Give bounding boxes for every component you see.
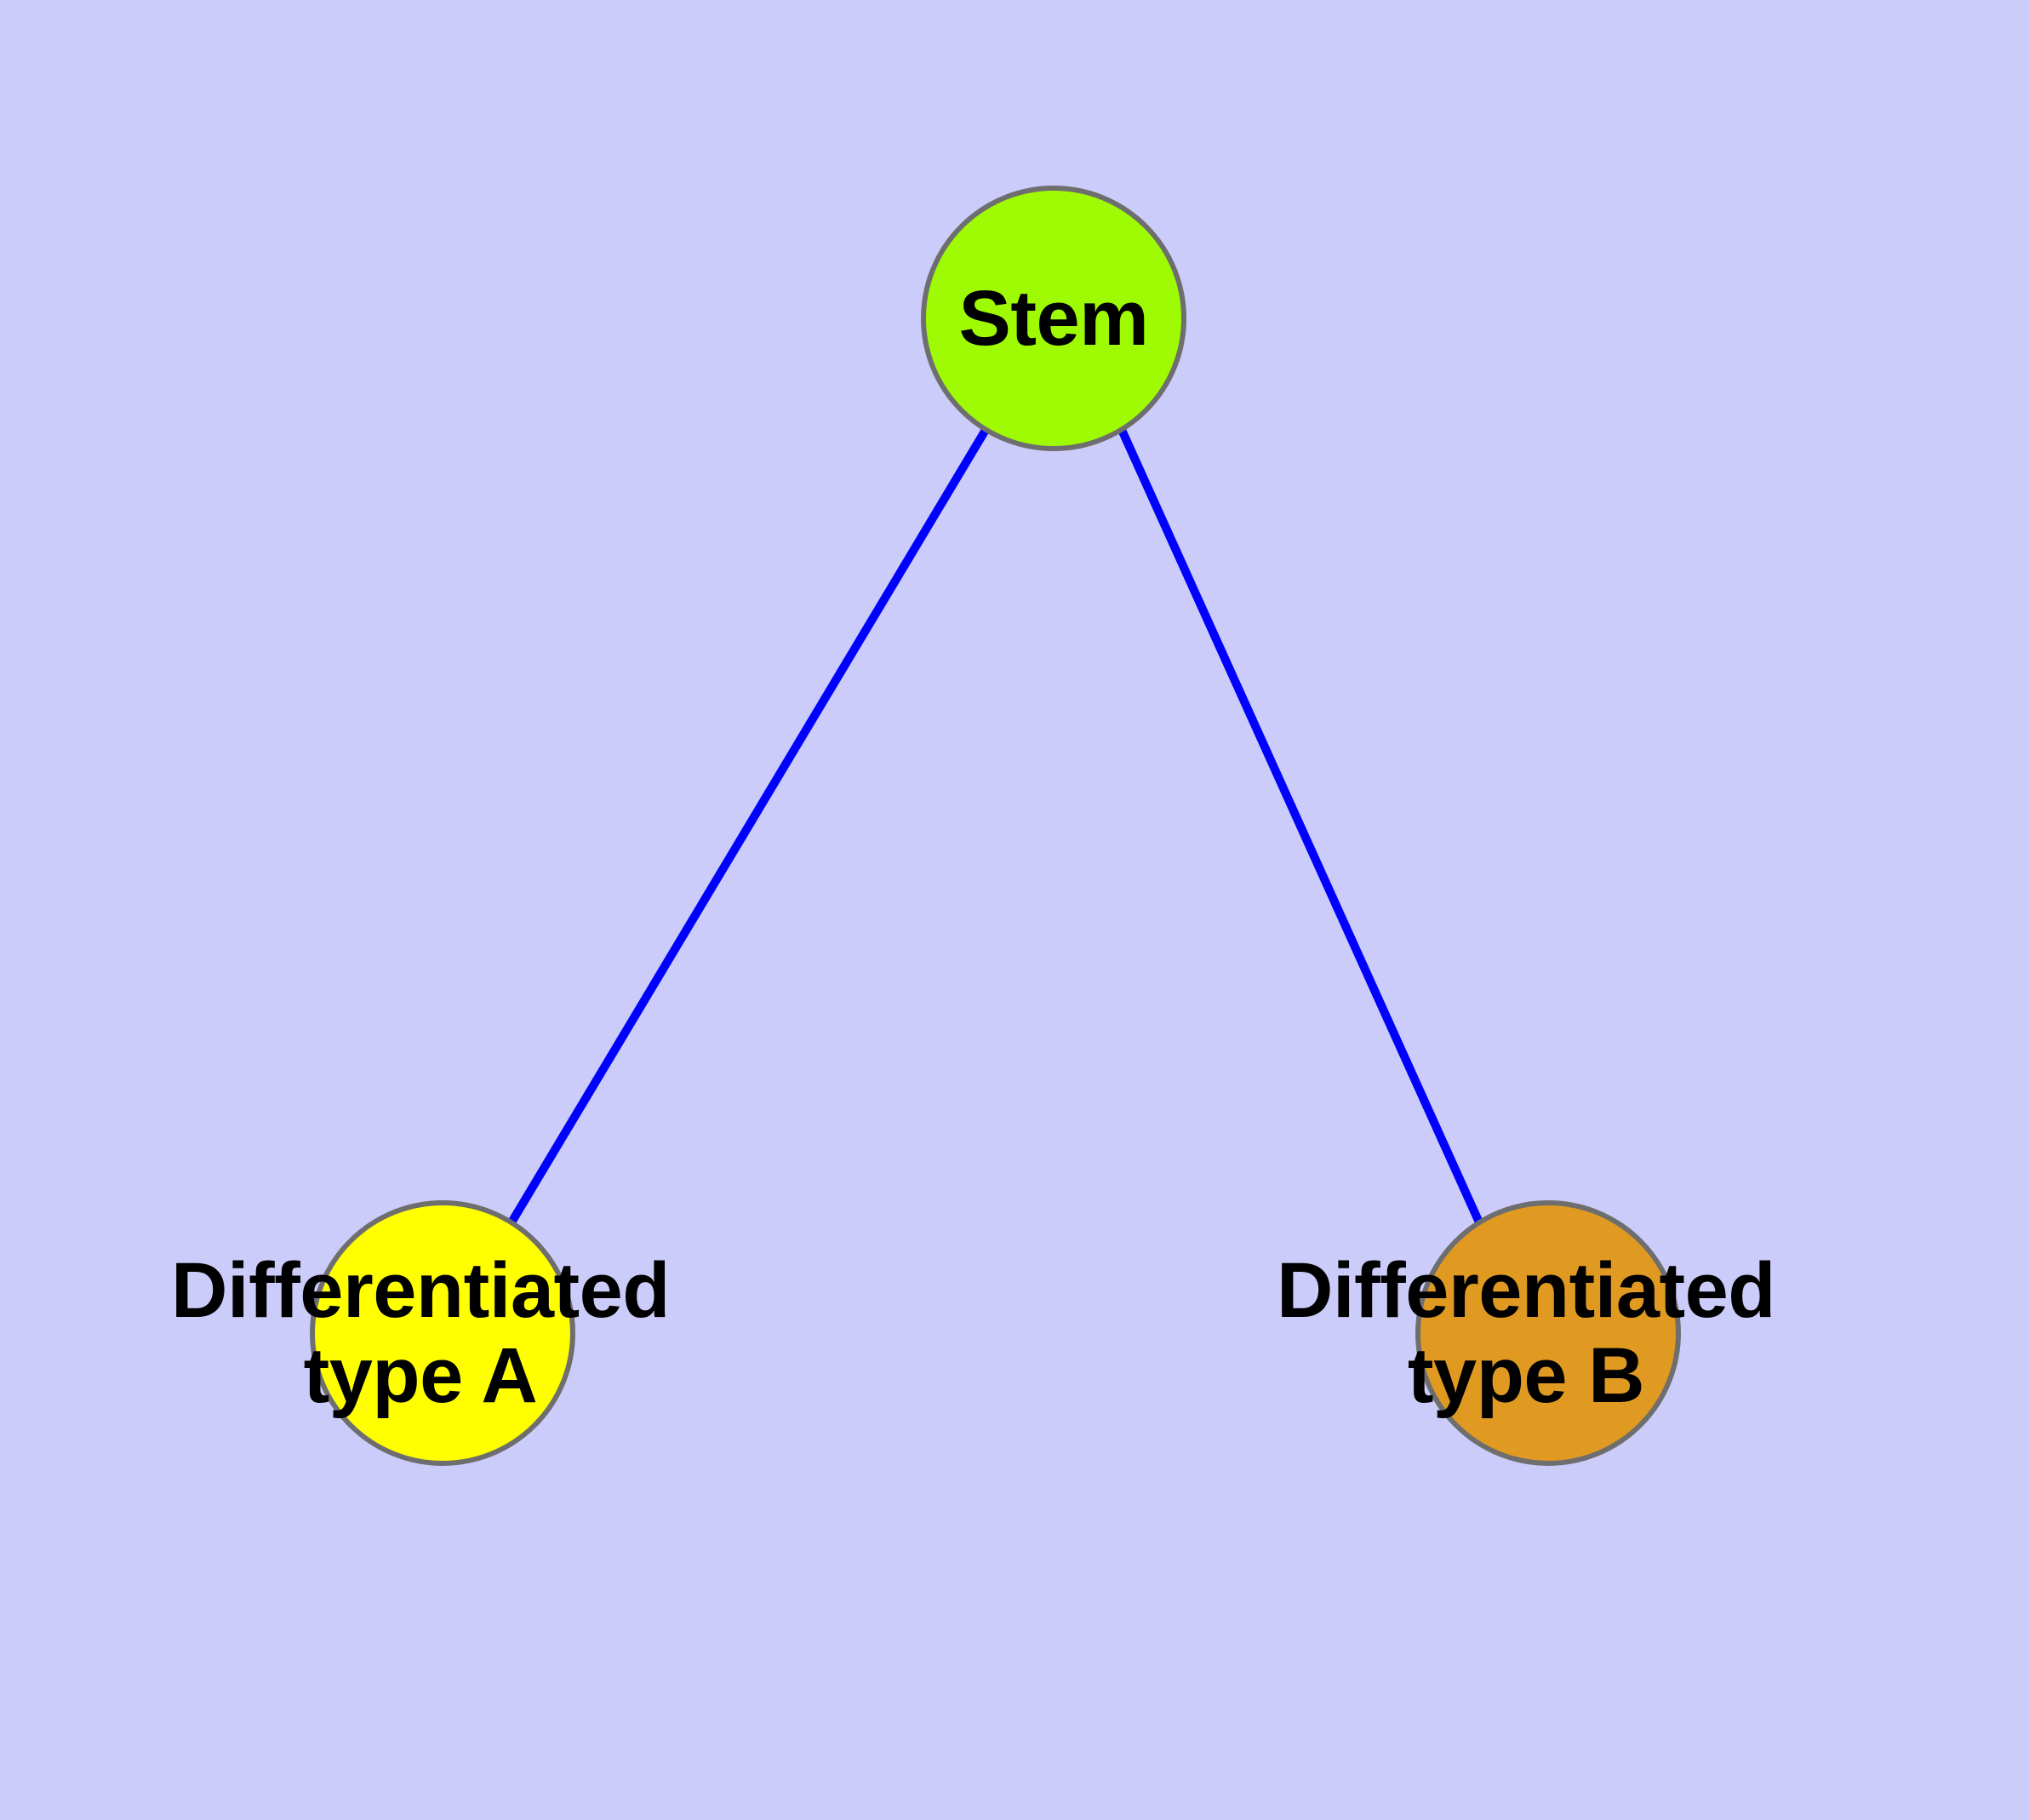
edge-stem-to-diff-b[interactable] (1117, 427, 1483, 1225)
nodes-layer (310, 186, 1681, 1466)
node-stem[interactable] (921, 186, 1186, 451)
edges-layer (507, 427, 1483, 1225)
node-diff-a[interactable] (310, 1200, 575, 1466)
edge-stem-to-diff-a[interactable] (507, 427, 990, 1225)
node-diff-b[interactable] (1415, 1200, 1681, 1466)
